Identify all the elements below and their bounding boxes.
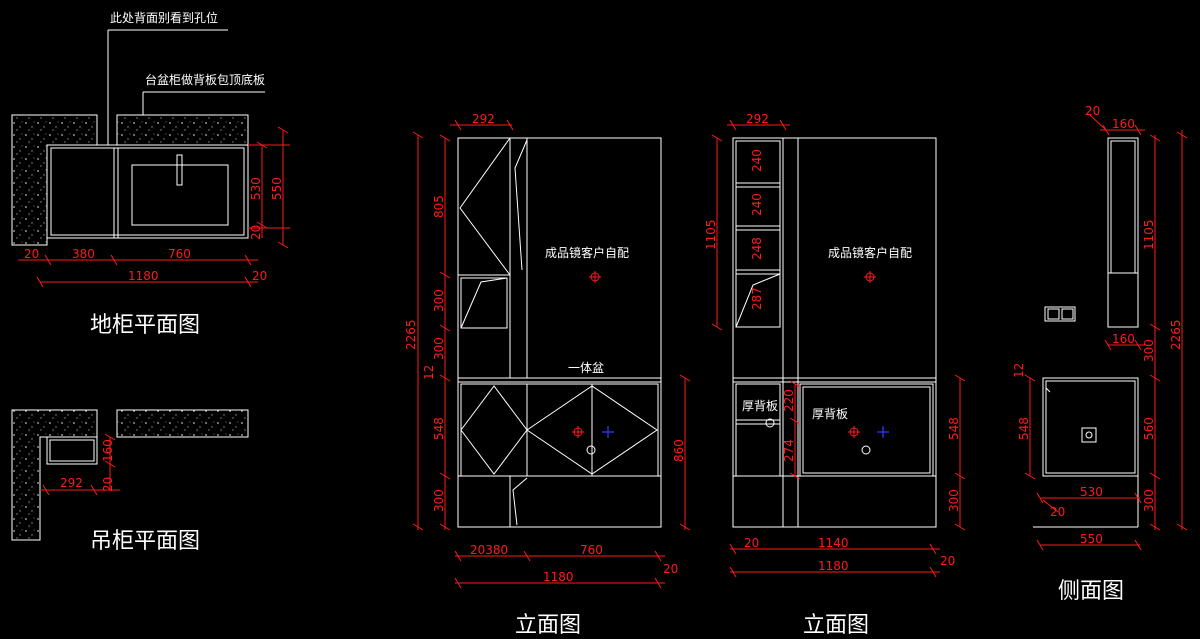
dim-fp-1180: 1180 <box>128 269 159 283</box>
dim-s-1105: 1105 <box>1142 219 1156 250</box>
note-mirror-by-client-1: 成品镜客户自配 <box>545 245 629 260</box>
dim-s-12: 12 <box>1012 363 1026 378</box>
dim-e1-1180: 1180 <box>543 570 574 584</box>
dim-e2-20: 20 <box>744 536 759 550</box>
dim-fp-20v: 20 <box>249 225 263 240</box>
dim-s-300a: 300 <box>1142 339 1156 362</box>
floor-cabinet-plan: 此处背面别看到孔位 台盆柜做背板包顶底板 <box>11 10 290 338</box>
dim-e2-292: 292 <box>746 112 769 126</box>
dim-e2-1140: 1140 <box>818 536 849 550</box>
dim-e1-300c: 300 <box>432 489 446 512</box>
dim-wp-20: 20 <box>101 477 115 492</box>
dim-e1-20380: 20380 <box>470 543 508 557</box>
dim-e2-240b: 240 <box>750 193 764 216</box>
dim-e1-12: 12 <box>422 365 436 380</box>
dim-e2-1105: 1105 <box>704 219 718 250</box>
dim-s-20: 20 <box>1085 104 1100 118</box>
note-back-no-holes: 此处背面别看到孔位 <box>110 10 218 25</box>
title-wall-plan: 吊柜平面图 <box>90 529 200 554</box>
dim-e2-240a: 240 <box>750 149 764 172</box>
dim-e1-292: 292 <box>472 112 495 126</box>
dim-e2-287: 287 <box>750 287 764 310</box>
title-floor-plan: 地柜平面图 <box>90 313 200 338</box>
dim-s-300b: 300 <box>1142 489 1156 512</box>
dim-e1-760: 760 <box>580 543 603 557</box>
dim-s-550: 550 <box>1080 532 1103 546</box>
wall-cabinet-plan: 292 20 160 吊柜平面图 <box>11 409 249 554</box>
title-side-view: 侧面图 <box>1058 579 1124 604</box>
dim-s-2265: 2265 <box>1169 319 1183 350</box>
side-view: 20 160 1105 2265 160 300 12 548 560 530 … <box>1012 104 1188 604</box>
note-thick-back-2: 厚背板 <box>812 407 848 421</box>
note-integrated-basin: 一体盆 <box>568 361 604 375</box>
elevation-1: 292 2265 805 300 300 12 548 300 860 2038… <box>404 112 691 638</box>
dim-wp-160: 160 <box>101 439 115 462</box>
dim-fp-760: 760 <box>168 247 191 261</box>
dim-fp-530: 530 <box>249 177 263 200</box>
dim-e2-274: 274 <box>782 439 796 462</box>
dim-s-160a: 160 <box>1112 117 1135 131</box>
dim-s-160b: 160 <box>1112 332 1135 346</box>
dim-e1-20: 20 <box>663 562 678 576</box>
dim-s-560: 560 <box>1142 417 1156 440</box>
elevation-2: 292 1105 240 240 248 287 220 274 548 300… <box>704 112 966 638</box>
dim-fp-20: 20 <box>24 247 39 261</box>
note-thick-back-1: 厚背板 <box>742 399 778 413</box>
note-mirror-by-client-2: 成品镜客户自配 <box>828 245 912 260</box>
dim-e2-248: 248 <box>750 237 764 260</box>
dim-e2-1180: 1180 <box>818 559 849 573</box>
dim-e1-300b: 300 <box>432 337 446 360</box>
dim-s-530: 530 <box>1080 485 1103 499</box>
dim-e2-220: 220 <box>782 389 796 412</box>
dim-s-20b: 20 <box>1050 505 1065 519</box>
dim-e2-300: 300 <box>947 489 961 512</box>
dim-e2-548: 548 <box>947 417 961 440</box>
dim-wp-292: 292 <box>60 476 83 490</box>
dim-e1-860: 860 <box>672 439 686 462</box>
dim-fp-550: 550 <box>270 177 284 200</box>
title-elevation-2: 立面图 <box>803 613 869 638</box>
dim-e1-2265: 2265 <box>404 319 418 350</box>
dim-s-548: 548 <box>1017 417 1031 440</box>
dim-fp-20r: 20 <box>252 269 267 283</box>
title-elevation-1: 立面图 <box>515 613 581 638</box>
dim-e1-300a: 300 <box>432 289 446 312</box>
note-basin-back-panel: 台盆柜做背板包顶底板 <box>145 72 265 87</box>
dim-e1-548: 548 <box>432 417 446 440</box>
dim-e2-20r: 20 <box>940 554 955 568</box>
dim-fp-380: 380 <box>72 247 95 261</box>
dim-e1-805: 805 <box>432 195 446 218</box>
